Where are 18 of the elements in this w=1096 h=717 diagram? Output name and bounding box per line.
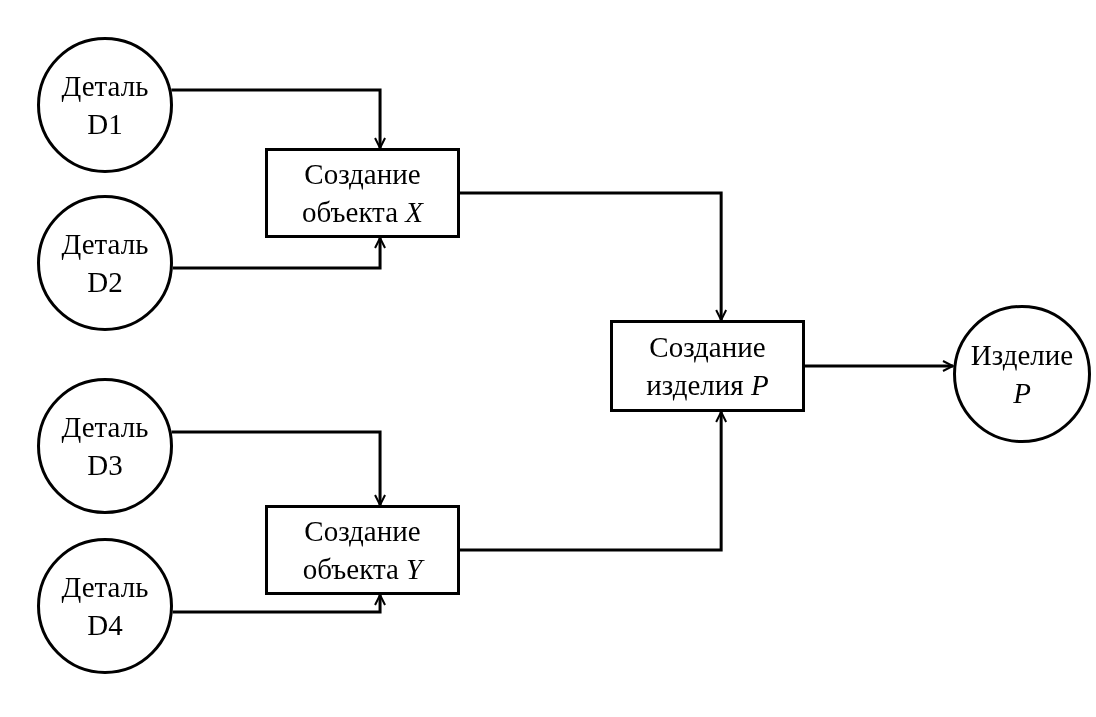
process-box xyxy=(265,148,460,238)
process-box xyxy=(610,320,805,412)
node-label: Создание объекта Y xyxy=(301,514,426,587)
arrow xyxy=(171,88,387,149)
arrow xyxy=(171,430,387,506)
arrow xyxy=(460,411,728,552)
node-label: Деталь D2 xyxy=(60,227,150,300)
arrow xyxy=(172,594,387,614)
node-label: Деталь D1 xyxy=(60,69,150,142)
arrow xyxy=(805,360,954,372)
arrow xyxy=(172,237,387,270)
arrow xyxy=(460,191,728,321)
node-label: Деталь D3 xyxy=(60,410,150,483)
process-box xyxy=(265,505,460,595)
node-label: Создание изделия P xyxy=(645,330,770,403)
node-label: Создание объекта X xyxy=(301,157,425,230)
node-label: Изделие P xyxy=(969,338,1075,411)
node-label: Деталь D4 xyxy=(60,570,150,643)
